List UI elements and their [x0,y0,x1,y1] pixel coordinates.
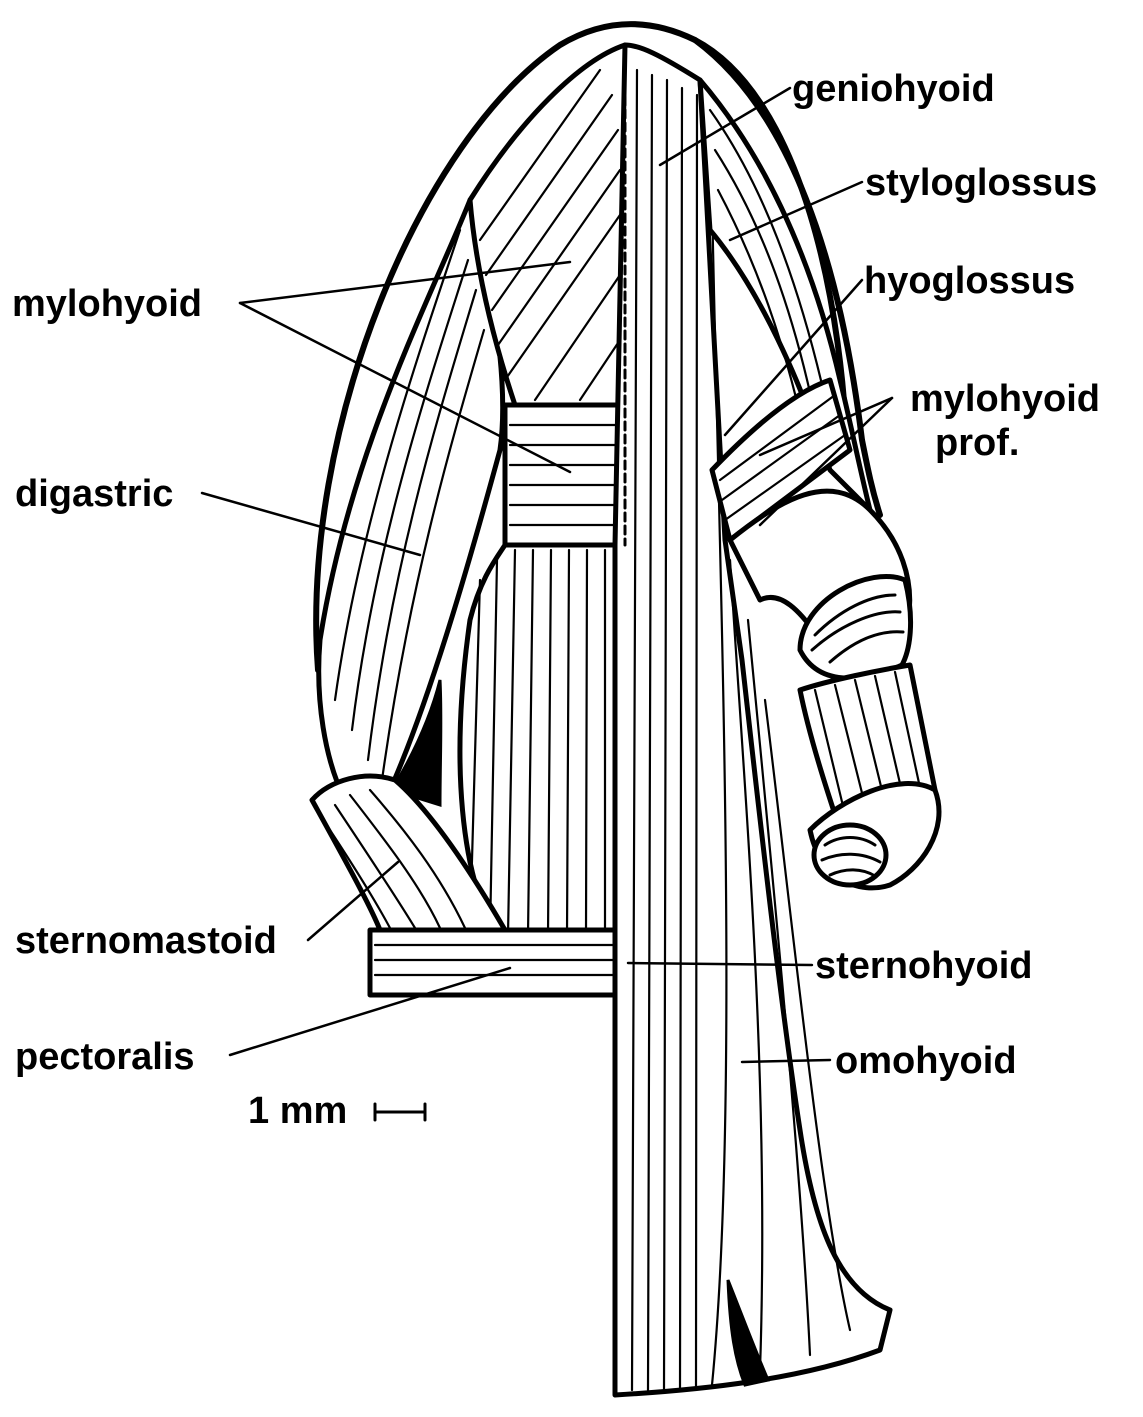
label-digastric: digastric [15,475,173,513]
label-omohyoid: omohyoid [835,1042,1017,1080]
label-sternohyoid: sternohyoid [815,947,1032,985]
label-hyoglossus: hyoglossus [864,262,1075,300]
label-styloglossus: styloglossus [865,164,1097,202]
scale-bar-label: 1 mm [248,1092,347,1130]
pectoralis-muscle [370,930,620,995]
label-pectoralis: pectoralis [15,1038,195,1076]
label-sternomastoid: sternomastoid [15,922,277,960]
label-geniohyoid: geniohyoid [792,70,995,108]
label-mylohyoid: mylohyoid [12,285,202,323]
left-lower-block [460,545,625,940]
label-mylohyoid-prof-line2: prof. [935,424,1019,462]
scale-bar-line [375,1104,425,1120]
label-mylohyoid-prof-line1: mylohyoid [910,380,1100,418]
